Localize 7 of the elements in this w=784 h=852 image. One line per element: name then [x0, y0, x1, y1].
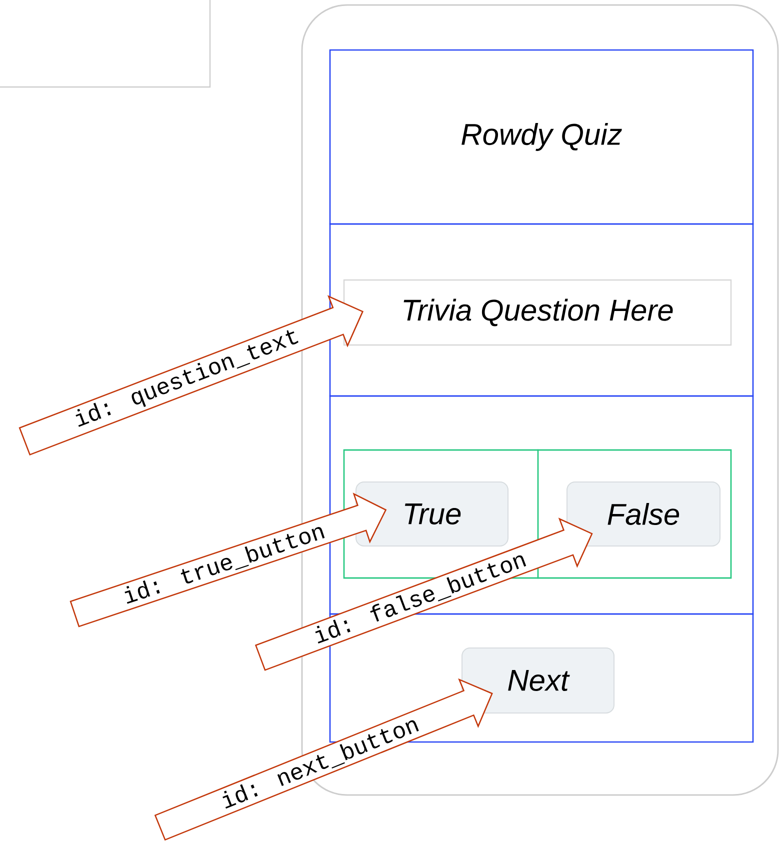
button-cell [537, 449, 732, 579]
button: Next [462, 648, 614, 714]
screen-section [329, 223, 754, 397]
header-section: Rowdy Quiz [329, 49, 754, 225]
button: False [566, 482, 720, 546]
button: True [356, 482, 508, 546]
text-box: Trivia Question Here [343, 279, 732, 346]
